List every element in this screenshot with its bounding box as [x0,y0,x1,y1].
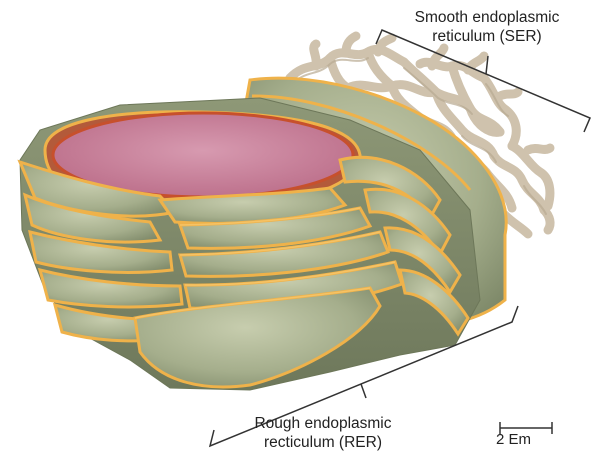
ser-label-line2: reticulum (SER) [392,27,582,46]
scale-bar-label: 2 Em [496,431,531,448]
rer-label-line1: Rough endoplasmic [248,414,398,433]
rer-leader [361,384,366,398]
rer-label-line2: recticulum (RER) [248,433,398,452]
ser-label-line1: Smooth endoplasmic [392,8,582,27]
rer-label: Rough endoplasmic recticulum (RER) [248,414,398,452]
ser-label: Smooth endoplasmic reticulum (SER) [392,8,582,46]
